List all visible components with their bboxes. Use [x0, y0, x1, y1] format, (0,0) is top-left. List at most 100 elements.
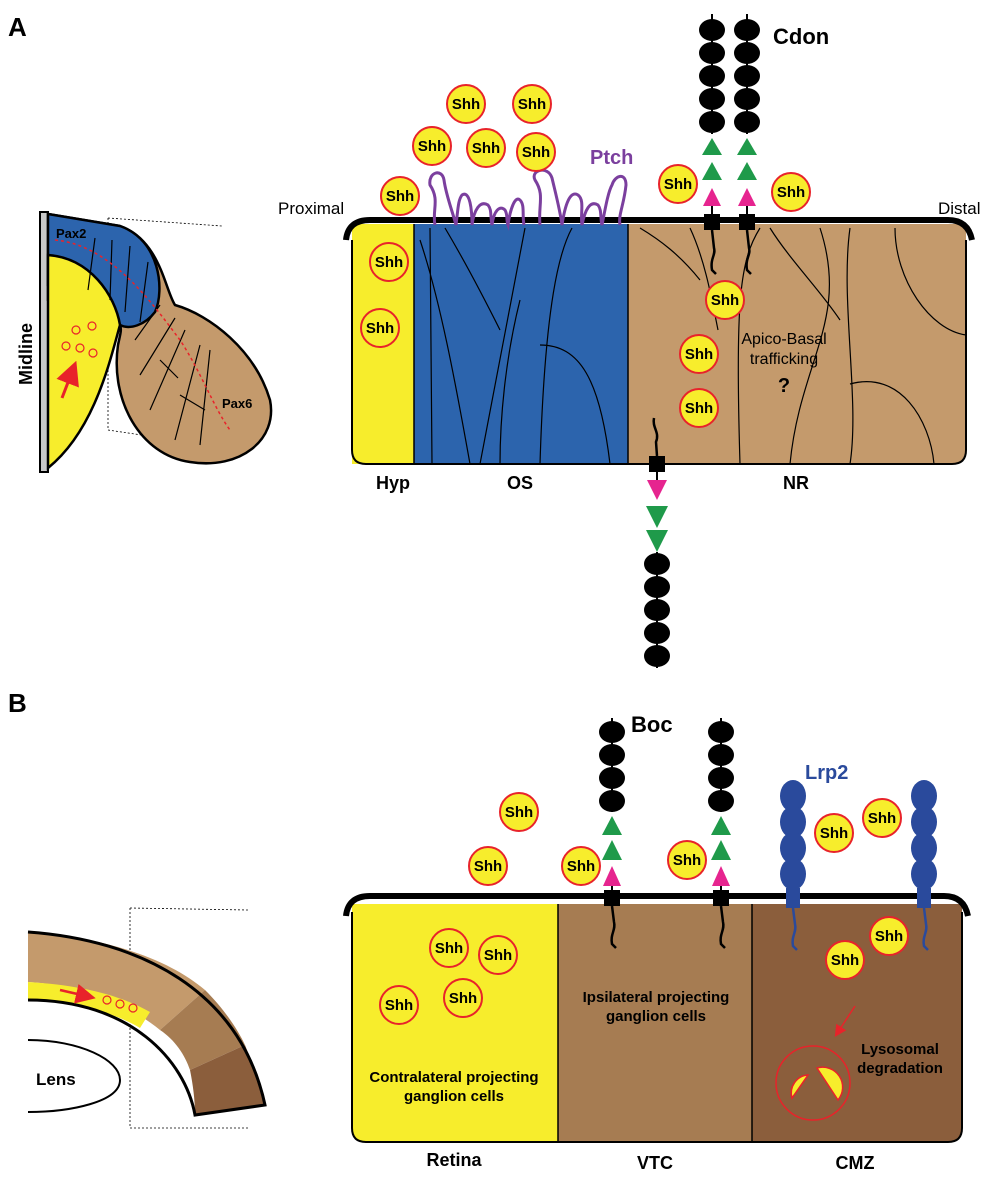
boc-receptor-1	[599, 718, 625, 949]
svg-text:Shh: Shh	[435, 940, 463, 957]
svg-text:Shh: Shh	[385, 997, 413, 1014]
shh-dots-b	[102, 995, 138, 1013]
shh-molecule: Shh	[429, 928, 469, 968]
vtc-region	[558, 904, 752, 1142]
retina-tan	[28, 932, 205, 1030]
retina-outline	[27, 930, 267, 1117]
retina-dark	[190, 1045, 265, 1115]
shh-molecule: Shh	[862, 798, 902, 838]
lysosome-arrow	[834, 1005, 856, 1038]
hypothalamus-region	[46, 253, 122, 471]
os-cell-lines	[419, 227, 611, 465]
shh-molecule: Shh	[679, 334, 719, 374]
retina-label: Retina	[426, 1150, 482, 1170]
shh-molecule: Shh	[658, 164, 698, 204]
os-region	[414, 224, 628, 464]
tissue-outline-b	[351, 912, 963, 1143]
shh-molecule: Shh	[478, 935, 518, 975]
contra-label-2: ganglion cells	[404, 1088, 504, 1105]
vtc-label: VTC	[637, 1153, 673, 1173]
proximal-label: Proximal	[278, 199, 344, 218]
shh-molecule: Shh	[705, 280, 745, 320]
svg-text:Shh: Shh	[820, 825, 848, 842]
retina-schematic: Lens	[27, 907, 267, 1129]
retina-yellow	[28, 982, 150, 1028]
panel-b-letter: B	[8, 688, 27, 718]
shh-molecule: Shh	[466, 128, 506, 168]
svg-text:Shh: Shh	[452, 96, 480, 113]
svg-text:Shh: Shh	[474, 858, 502, 875]
cdon-receptor-1	[699, 14, 725, 275]
optic-vesicle-schematic: Midline Pax2 Pax6	[16, 211, 273, 473]
svg-text:Shh: Shh	[484, 947, 512, 964]
cmz-region	[752, 904, 962, 1142]
shh-molecule: Shh	[443, 978, 483, 1018]
svg-text:Shh: Shh	[522, 144, 550, 161]
shh-molecule: Shh	[499, 792, 539, 832]
lrp2-receptor-2	[911, 780, 937, 951]
ipsi-label-1: Ipsilateral projecting	[583, 989, 730, 1006]
svg-text:Shh: Shh	[505, 804, 533, 821]
lens-label: Lens	[36, 1070, 76, 1089]
apical-membrane-b	[343, 893, 971, 917]
boc-receptor-2	[708, 718, 734, 949]
lysosome-membrane	[775, 1045, 851, 1121]
shh-molecule: Shh	[516, 132, 556, 172]
svg-text:Shh: Shh	[386, 188, 414, 205]
ptch-receptors	[428, 168, 628, 231]
shh-molecule: Shh	[814, 813, 854, 853]
svg-text:Shh: Shh	[418, 138, 446, 155]
lrp2-label: Lrp2	[805, 762, 848, 784]
lysosomal-label-2: degradation	[857, 1060, 943, 1077]
svg-text:Shh: Shh	[777, 184, 805, 201]
svg-text:Shh: Shh	[831, 952, 859, 969]
red-arrow	[56, 360, 79, 399]
cdon-label: Cdon	[773, 24, 829, 49]
vesicle-cell-lines	[87, 237, 211, 446]
apico-basal-label-1: Apico-Basal	[741, 331, 826, 348]
cdon-receptor-2	[734, 14, 760, 275]
apico-basal-label-2: trafficking	[750, 351, 818, 368]
shh-molecule: Shh	[561, 846, 601, 886]
question-mark: ?	[778, 375, 790, 397]
red-arrow-b	[59, 984, 96, 1004]
shh-molecule: Shh	[679, 388, 719, 428]
shh-molecule: Shh	[379, 985, 419, 1025]
shh-molecule: Shh	[512, 84, 552, 124]
shh-molecule: Shh	[771, 172, 811, 212]
shh-molecules-a: Shh Shh Shh Shh Shh Shh Shh Shh Shh Shh …	[360, 84, 811, 428]
shh-molecule: Shh	[869, 916, 909, 956]
svg-text:Shh: Shh	[711, 292, 739, 309]
svg-text:Shh: Shh	[366, 320, 394, 337]
lens-shape	[27, 1039, 122, 1113]
nr-label: NR	[783, 473, 809, 493]
svg-text:Shh: Shh	[685, 346, 713, 363]
degraded-shh-1b	[790, 1074, 809, 1100]
svg-text:Shh: Shh	[875, 928, 903, 945]
lysosome: Lysosomal degradation	[775, 1005, 943, 1121]
shh-molecule: Shh	[380, 176, 420, 216]
lysosomal-label-1: Lysosomal	[861, 1041, 939, 1058]
shh-molecules-b: Shh Shh Shh Shh Shh Shh Shh Shh Shh Shh …	[379, 792, 909, 1025]
shh-molecule: Shh	[468, 846, 508, 886]
svg-text:Shh: Shh	[868, 810, 896, 827]
apical-membrane-a	[343, 217, 975, 241]
lrp2-receptor-1	[780, 780, 806, 951]
contra-label-1: Contralateral projecting	[369, 1069, 538, 1086]
red-dotted-path	[54, 239, 231, 431]
distal-label: Distal	[938, 199, 981, 218]
svg-text:Shh: Shh	[518, 96, 546, 113]
shh-molecule: Shh	[446, 84, 486, 124]
shh-molecule: Shh	[825, 940, 865, 980]
shh-molecule: Shh	[412, 126, 452, 166]
retina-mid	[160, 990, 245, 1070]
ipsi-label-2: ganglion cells	[606, 1008, 706, 1025]
boc-label: Boc	[631, 712, 673, 737]
svg-text:Shh: Shh	[449, 990, 477, 1007]
midline-label: Midline	[16, 323, 36, 385]
hyp-label: Hyp	[376, 473, 410, 493]
svg-text:Shh: Shh	[673, 852, 701, 869]
shh-dots	[61, 321, 98, 358]
panel-a-letter: A	[8, 12, 27, 42]
